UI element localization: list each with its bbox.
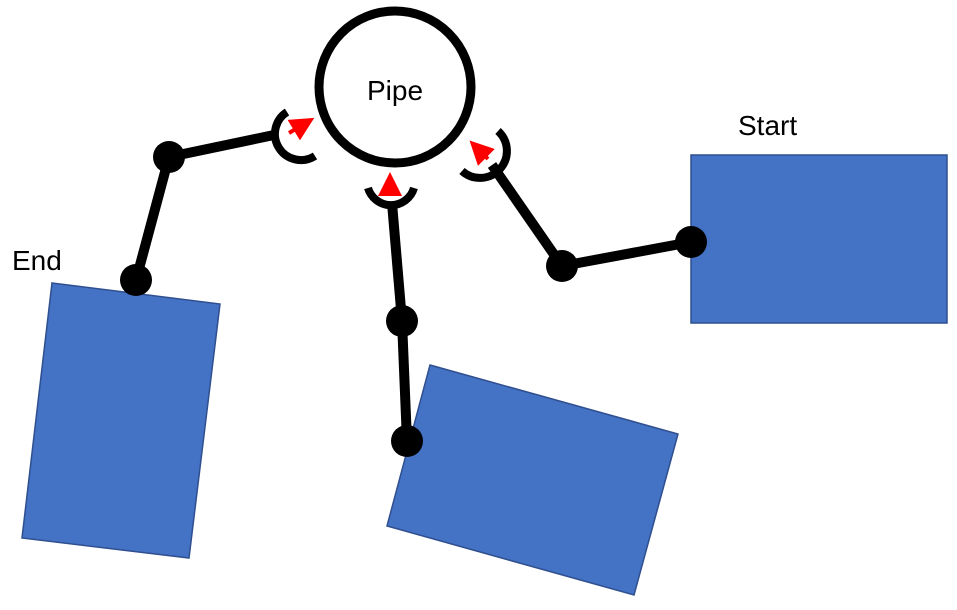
start-arm-arrow: [469, 140, 495, 166]
end-arm-arrow: [287, 117, 315, 141]
end-arm: [120, 108, 318, 296]
middle-arm: [364, 172, 423, 457]
end-arm-joint-elbow: [153, 141, 185, 173]
end-arm-gripper: [270, 108, 318, 165]
start-arm: [459, 128, 707, 282]
start-arm-gripper: [459, 128, 511, 182]
end-arm-joint-base: [120, 264, 152, 296]
start-arm-joint-elbow: [546, 250, 578, 282]
pipe-circle: [314, 6, 476, 168]
middle-arm-gripper: [364, 186, 418, 210]
start-box: [690, 154, 948, 324]
start-label: Start: [738, 110, 797, 141]
end-box: [21, 282, 221, 559]
start-arm-joint-base: [675, 226, 707, 258]
end-label: End: [12, 245, 62, 276]
pipe-label: Pipe: [367, 75, 423, 106]
middle-box: [386, 364, 679, 596]
middle-arm-joint-base: [391, 425, 423, 457]
middle-arm-joint-elbow: [386, 305, 418, 337]
